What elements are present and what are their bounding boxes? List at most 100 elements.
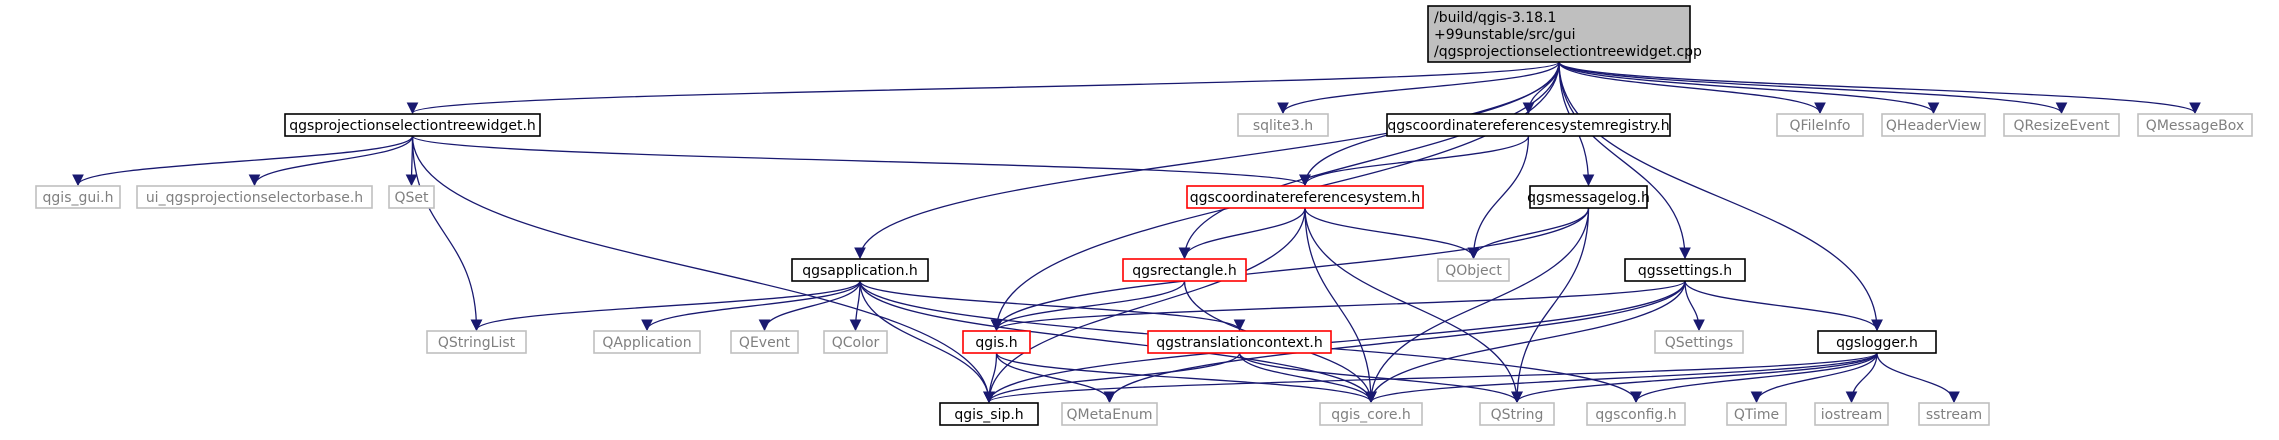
node-box xyxy=(1319,402,1423,426)
node-box xyxy=(1427,5,1691,63)
node-label: QSettings xyxy=(1665,335,1733,351)
node-transl[interactable]: qgstranslationcontext.h xyxy=(1147,330,1332,354)
edge-root-to-sqlite3 xyxy=(1277,61,1560,115)
node-box xyxy=(939,402,1039,426)
node-box xyxy=(1817,330,1937,354)
node-label: sstream xyxy=(1926,407,1982,423)
node-box xyxy=(1726,402,1787,426)
edge-msglog-to-qstring xyxy=(1511,207,1590,404)
edge-settings-to-qgis_core xyxy=(1365,280,1686,404)
edge-settings-to-qsettings xyxy=(1684,280,1705,332)
node-qgsconfig: qgsconfig.h xyxy=(1586,402,1686,426)
edge-root-to-app xyxy=(854,61,1560,260)
node-app[interactable]: qgsapplication.h xyxy=(791,258,929,282)
node-label: QString xyxy=(1491,407,1544,423)
edge-logger-to-qstring xyxy=(1511,352,1878,404)
node-qgis_sip[interactable]: qgis_sip.h xyxy=(939,402,1039,426)
edge-tw_h-to-ui_sel xyxy=(248,135,414,187)
node-box xyxy=(1479,402,1555,426)
node-label: QApplication xyxy=(602,335,691,351)
edge-app-to-qgis_sip xyxy=(859,280,995,404)
node-label: iostream xyxy=(1821,407,1883,423)
node-root[interactable]: /build/qgis-3.18.1+99unstable/src/gui/qg… xyxy=(1427,5,1702,63)
edge-root-to-qresizeevent xyxy=(1558,61,2068,115)
node-qevent: QEvent xyxy=(730,330,799,354)
node-sqlite3: sqlite3.h xyxy=(1237,113,1329,137)
node-box xyxy=(1529,185,1648,209)
node-settings[interactable]: qgssettings.h xyxy=(1624,258,1746,282)
edge-crsreg-to-crs xyxy=(1299,135,1530,187)
node-box xyxy=(730,330,799,354)
edge-layer xyxy=(72,61,2201,404)
node-qstringlist: QStringList xyxy=(426,330,527,354)
node-label: +99unstable/src/gui xyxy=(1434,27,1576,43)
node-layer: /build/qgis-3.18.1+99unstable/src/gui/qg… xyxy=(35,5,2253,426)
node-box xyxy=(1386,113,1671,137)
edge-app-to-transl xyxy=(859,280,1246,332)
node-label: qgsprojectionselectiontreewidget.h xyxy=(289,118,536,134)
edge-transl-to-qstring xyxy=(1238,352,1523,404)
node-rect[interactable]: qgsrectangle.h xyxy=(1122,258,1247,282)
node-label: QTime xyxy=(1734,407,1779,423)
edge-logger-to-qtime xyxy=(1750,352,1878,404)
node-box xyxy=(1061,402,1158,426)
node-label: qgsmessagelog.h xyxy=(1527,190,1650,206)
node-box xyxy=(1147,330,1332,354)
edge-rect-to-qgis_h xyxy=(990,280,1186,332)
edge-settings-to-qgis_h xyxy=(990,280,1686,332)
edge-app-to-qstringlist xyxy=(470,280,861,332)
node-label: /build/qgis-3.18.1 xyxy=(1434,10,1556,26)
edge-logger-to-qgsconfig xyxy=(1630,352,1878,404)
edge-root-to-tw_h xyxy=(407,61,1560,115)
edge-msglog-to-qgis_h xyxy=(990,207,1590,332)
node-crsreg[interactable]: qgscoordinatereferencesystemregistry.h xyxy=(1386,113,1671,137)
node-label: qgslogger.h xyxy=(1836,335,1918,351)
node-qgis_h[interactable]: qgis.h xyxy=(962,330,1031,354)
edge-qgis_h-to-qgis_core xyxy=(995,352,1377,404)
node-label: qgsconfig.h xyxy=(1595,407,1676,423)
edge-settings-to-qgis_sip xyxy=(983,280,1686,404)
node-label: qgis_gui.h xyxy=(43,190,114,206)
edge-settings-to-logger xyxy=(1684,280,1883,332)
node-label: qgis_sip.h xyxy=(954,407,1023,423)
node-box xyxy=(35,185,121,209)
node-box xyxy=(791,258,929,282)
node-crs[interactable]: qgscoordinatereferencesystem.h xyxy=(1186,185,1424,209)
node-box xyxy=(1624,258,1746,282)
edge-root-to-crsreg xyxy=(1522,61,1560,115)
node-label: QColor xyxy=(832,335,880,351)
edge-tw_h-to-qgis_gui xyxy=(72,135,414,187)
node-box xyxy=(284,113,541,137)
node-box xyxy=(136,185,373,209)
node-box xyxy=(1918,402,1990,426)
node-label: QFileInfo xyxy=(1790,118,1851,134)
node-box xyxy=(1237,113,1329,137)
node-msglog[interactable]: qgsmessagelog.h xyxy=(1527,185,1650,209)
node-qmetaenum: QMetaEnum xyxy=(1061,402,1158,426)
edge-app-to-qevent xyxy=(758,280,861,332)
node-label: qgsapplication.h xyxy=(802,263,918,279)
node-qobject: QObject xyxy=(1437,258,1510,282)
node-box xyxy=(1881,113,1986,137)
node-tw_h[interactable]: qgsprojectionselectiontreewidget.h xyxy=(284,113,541,137)
edge-root-to-rect xyxy=(1178,61,1560,260)
edge-tw_h-to-qgis_sip xyxy=(411,135,995,404)
edge-crsreg-to-qobject xyxy=(1467,135,1530,260)
node-box xyxy=(1186,185,1424,209)
node-box xyxy=(1586,402,1686,426)
edge-app-to-qapplication xyxy=(641,280,861,332)
node-ui_sel: ui_qgsprojectionselectorbase.h xyxy=(136,185,373,209)
edge-transl-to-qgis_sip xyxy=(983,352,1241,404)
node-label: qgstranslationcontext.h xyxy=(1156,335,1322,351)
edge-logger-to-qgis_core xyxy=(1365,352,1878,404)
node-qcolor: QColor xyxy=(823,330,888,354)
node-box xyxy=(388,185,435,209)
edge-crs-to-qobject xyxy=(1304,207,1480,260)
edge-crs-to-rect xyxy=(1178,207,1306,260)
node-box xyxy=(823,330,888,354)
edge-logger-to-sstream xyxy=(1876,352,1960,404)
node-qresizeevent: QResizeEvent xyxy=(2003,113,2120,137)
node-logger[interactable]: qgslogger.h xyxy=(1817,330,1937,354)
node-box xyxy=(1814,402,1889,426)
